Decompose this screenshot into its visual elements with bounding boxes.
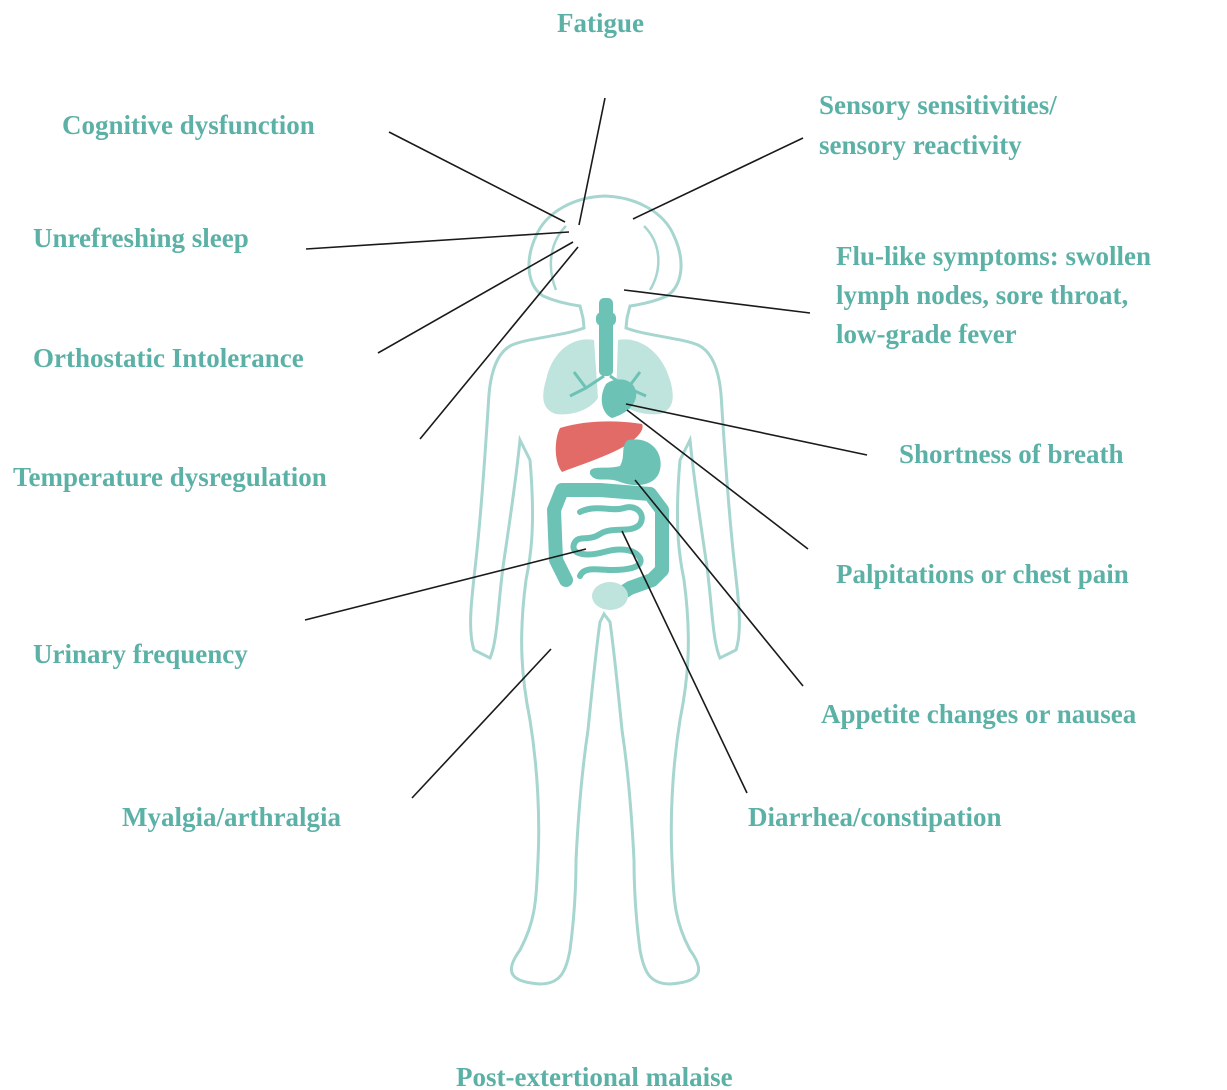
- leader-cognitive: [389, 132, 565, 222]
- label-sensory-line-1: Sensory sensitivities/: [819, 86, 1057, 125]
- label-shortness-of-breath: Shortness of breath: [899, 435, 1124, 474]
- label-appetite-changes: Appetite changes or nausea: [821, 695, 1136, 734]
- label-post-exertional-malaise: Post-extertional malaise: [456, 1058, 733, 1090]
- thyroid: [596, 312, 616, 326]
- small-intestine: [573, 507, 641, 576]
- label-flu-line-2: lymph nodes, sore throat,: [836, 276, 1128, 315]
- hair-line: [551, 226, 658, 290]
- label-fatigue: Fatigue: [557, 4, 644, 43]
- label-flu-line-3: low-grade fever: [836, 315, 1017, 354]
- leader-diarrhea: [622, 531, 747, 793]
- label-diarrhea-constipation: Diarrhea/constipation: [748, 798, 1002, 837]
- bladder: [592, 582, 628, 610]
- trachea: [599, 298, 613, 376]
- label-sensory-line-2: sensory reactivity: [819, 126, 1022, 165]
- label-temperature-dysregulation: Temperature dysregulation: [13, 458, 327, 497]
- leader-unrefreshing: [306, 232, 569, 249]
- label-urinary-frequency: Urinary frequency: [33, 635, 248, 674]
- label-cognitive-dysfunction: Cognitive dysfunction: [62, 106, 315, 145]
- leader-sensory: [633, 138, 803, 219]
- left-lung: [543, 339, 598, 414]
- label-orthostatic-intolerance: Orthostatic Intolerance: [33, 339, 304, 378]
- label-flu-line-1: Flu-like symptoms: swollen: [836, 237, 1151, 276]
- label-unrefreshing-sleep: Unrefreshing sleep: [33, 219, 249, 258]
- label-palpitations: Palpitations or chest pain: [836, 555, 1129, 594]
- leader-breath: [626, 404, 867, 455]
- leader-fatigue: [579, 98, 605, 225]
- leader-urinary: [305, 549, 586, 620]
- label-myalgia-arthralgia: Myalgia/arthralgia: [122, 798, 341, 837]
